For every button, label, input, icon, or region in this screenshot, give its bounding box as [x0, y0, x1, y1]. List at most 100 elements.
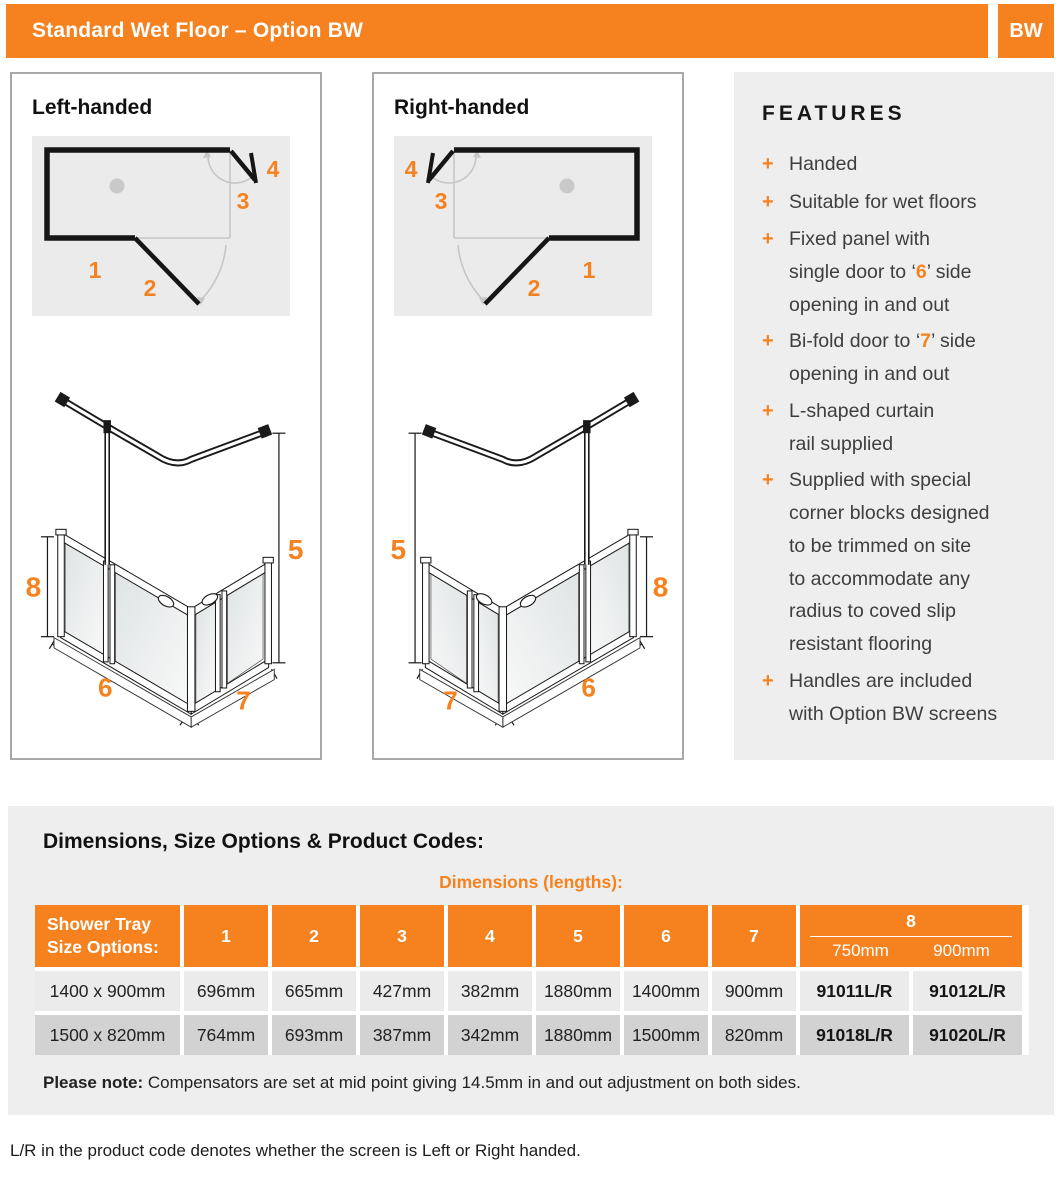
plan-label-3: 3 — [435, 188, 448, 214]
elev-label-7: 7 — [443, 685, 458, 715]
table-cell: 387mm — [360, 1015, 444, 1055]
feature-text: Supplied with special corner blocks desi… — [789, 469, 990, 656]
dimensions-lengths-label: Dimensions (lengths): — [439, 872, 623, 892]
handle-icons — [475, 593, 537, 608]
feature-item: + Handed — [762, 148, 1036, 182]
plan-label-3: 3 — [237, 188, 250, 214]
column-header-8-subs: 750mm 900mm — [810, 941, 1012, 961]
elev-label-5: 5 — [288, 534, 304, 565]
feature-item: + L-shaped curtain rail supplied — [762, 395, 1036, 461]
column-header-shower-tray: Shower Tray Size Options: — [35, 905, 180, 967]
floor-plan-left-geometry — [44, 147, 258, 306]
drain-icon — [109, 178, 125, 194]
feature-item: + Suitable for wet floors — [762, 186, 1036, 220]
plus-icon: + — [762, 669, 774, 692]
elevation-left-diagram: 8 5 6 7 — [26, 391, 304, 729]
column-header-6: 6 — [624, 905, 708, 967]
plan-label-2: 2 — [528, 275, 541, 301]
column-header-2: 2 — [272, 905, 356, 967]
feature-text: Fixed panel with single door to ‘6’ side… — [789, 228, 972, 316]
table-cell: 342mm — [448, 1015, 532, 1055]
elev-label-8: 8 — [26, 572, 42, 603]
feature-text: Bi-fold door to ‘7’ side opening in and … — [789, 330, 976, 386]
panel-title-right: Right-handed — [394, 96, 530, 119]
column-header-8-label: 8 — [906, 911, 916, 932]
handle-icons — [157, 593, 219, 608]
plan-label-4: 4 — [405, 156, 418, 182]
header-row: Standard Wet Floor – Option BW BW — [6, 4, 1054, 58]
elevation-right-diagram: 8 5 6 7 — [390, 391, 669, 729]
elevation-left-geometry — [40, 391, 286, 729]
plus-icon: + — [762, 228, 774, 251]
table-cell: 427mm — [360, 971, 444, 1011]
table-cell: 696mm — [184, 971, 268, 1011]
product-code-cell: 91011L/R — [800, 971, 909, 1011]
diagram-section: Left-handed 1 2 3 — [10, 72, 1054, 760]
feature-text: Handed — [789, 153, 858, 175]
product-code-cell: 91020L/R — [913, 1015, 1022, 1055]
feature-text: Handles are included with Option BW scre… — [789, 669, 998, 725]
please-note-label: Please note: — [43, 1073, 144, 1092]
feature-text: Suitable for wet floors — [789, 190, 977, 213]
features-heading: FEATURES — [762, 102, 906, 125]
subheader-900mm: 900mm — [933, 940, 990, 960]
feature-item: + Bi-fold door to ‘7’ side opening in an… — [762, 325, 1036, 391]
table-cell: 1880mm — [536, 971, 620, 1011]
table-cell: 693mm — [272, 1015, 356, 1055]
plan-label-1: 1 — [583, 257, 596, 283]
floor-plan-right-geometry — [426, 147, 640, 306]
floor-plan-right-diagram: 1 2 3 4 — [394, 136, 652, 316]
plus-icon: + — [762, 190, 774, 213]
subheader-750mm: 750mm — [832, 940, 889, 960]
plus-icon: + — [762, 469, 774, 492]
plan-label-1: 1 — [89, 257, 102, 283]
elev-label-7: 7 — [236, 685, 251, 715]
table-cell: 665mm — [272, 971, 356, 1011]
column-header-1: 1 — [184, 905, 268, 967]
page-title: Standard Wet Floor – Option BW — [32, 19, 364, 42]
dimensions-panel: Dimensions, Size Options & Product Codes… — [8, 806, 1054, 1115]
table-cell: 1880mm — [536, 1015, 620, 1055]
table-cell: 820mm — [712, 1015, 796, 1055]
product-code-cell: 91018L/R — [800, 1015, 909, 1055]
table-cell: 1500 x 820mm — [35, 1015, 180, 1055]
product-table: Shower Tray Size Options: 1 2 3 4 5 6 7 … — [35, 905, 1029, 1055]
plus-icon: + — [762, 330, 774, 353]
bw-badge: BW — [998, 4, 1054, 58]
please-note-text: Compensators are set at mid point giving… — [143, 1073, 801, 1092]
footer-text: L/R in the product code denotes whether … — [10, 1141, 581, 1160]
product-code-cell: 91012L/R — [913, 971, 1022, 1011]
table-cell: 900mm — [712, 971, 796, 1011]
table-cell: 1500mm — [624, 1015, 708, 1055]
column-header-7: 7 — [712, 905, 796, 967]
floor-plan-left-diagram: 1 2 3 4 — [32, 136, 290, 316]
elevation-right-geometry — [408, 391, 654, 729]
table-cell: 764mm — [184, 1015, 268, 1055]
feature-item: + Fixed panel with single door to ‘6’ si… — [762, 223, 1036, 321]
feature-item: + Supplied with special corner blocks de… — [762, 464, 1036, 661]
plus-icon: + — [762, 399, 774, 422]
table-cell: 1400 x 900mm — [35, 971, 180, 1011]
plan-label-2: 2 — [144, 275, 157, 301]
feature-text: L-shaped curtain rail supplied — [789, 399, 935, 455]
please-note: Please note: Compensators are set at mid… — [43, 1073, 1027, 1093]
table-cell: 1400mm — [624, 971, 708, 1011]
elev-label-6: 6 — [98, 672, 113, 702]
column-header-8: 8 750mm 900mm — [800, 905, 1022, 967]
elev-label-5: 5 — [390, 534, 406, 565]
feature-item: + Handles are included with Option BW sc… — [762, 665, 1036, 731]
column-header-5: 5 — [536, 905, 620, 967]
elev-label-8: 8 — [653, 572, 669, 603]
column-header-3: 3 — [360, 905, 444, 967]
elev-label-6: 6 — [581, 672, 596, 702]
column-header-4: 4 — [448, 905, 532, 967]
panel-left-handed: Left-handed 1 2 3 — [10, 72, 322, 760]
header-divider — [810, 935, 1012, 937]
plus-icon: + — [762, 153, 774, 175]
plan-label-4: 4 — [267, 156, 280, 182]
dimensions-heading: Dimensions, Size Options & Product Codes… — [43, 830, 485, 853]
features-panel: FEATURES + Handed + Suitable for wet flo… — [734, 72, 1054, 760]
table-cell: 382mm — [448, 971, 532, 1011]
header-bar: Standard Wet Floor – Option BW — [6, 4, 988, 58]
